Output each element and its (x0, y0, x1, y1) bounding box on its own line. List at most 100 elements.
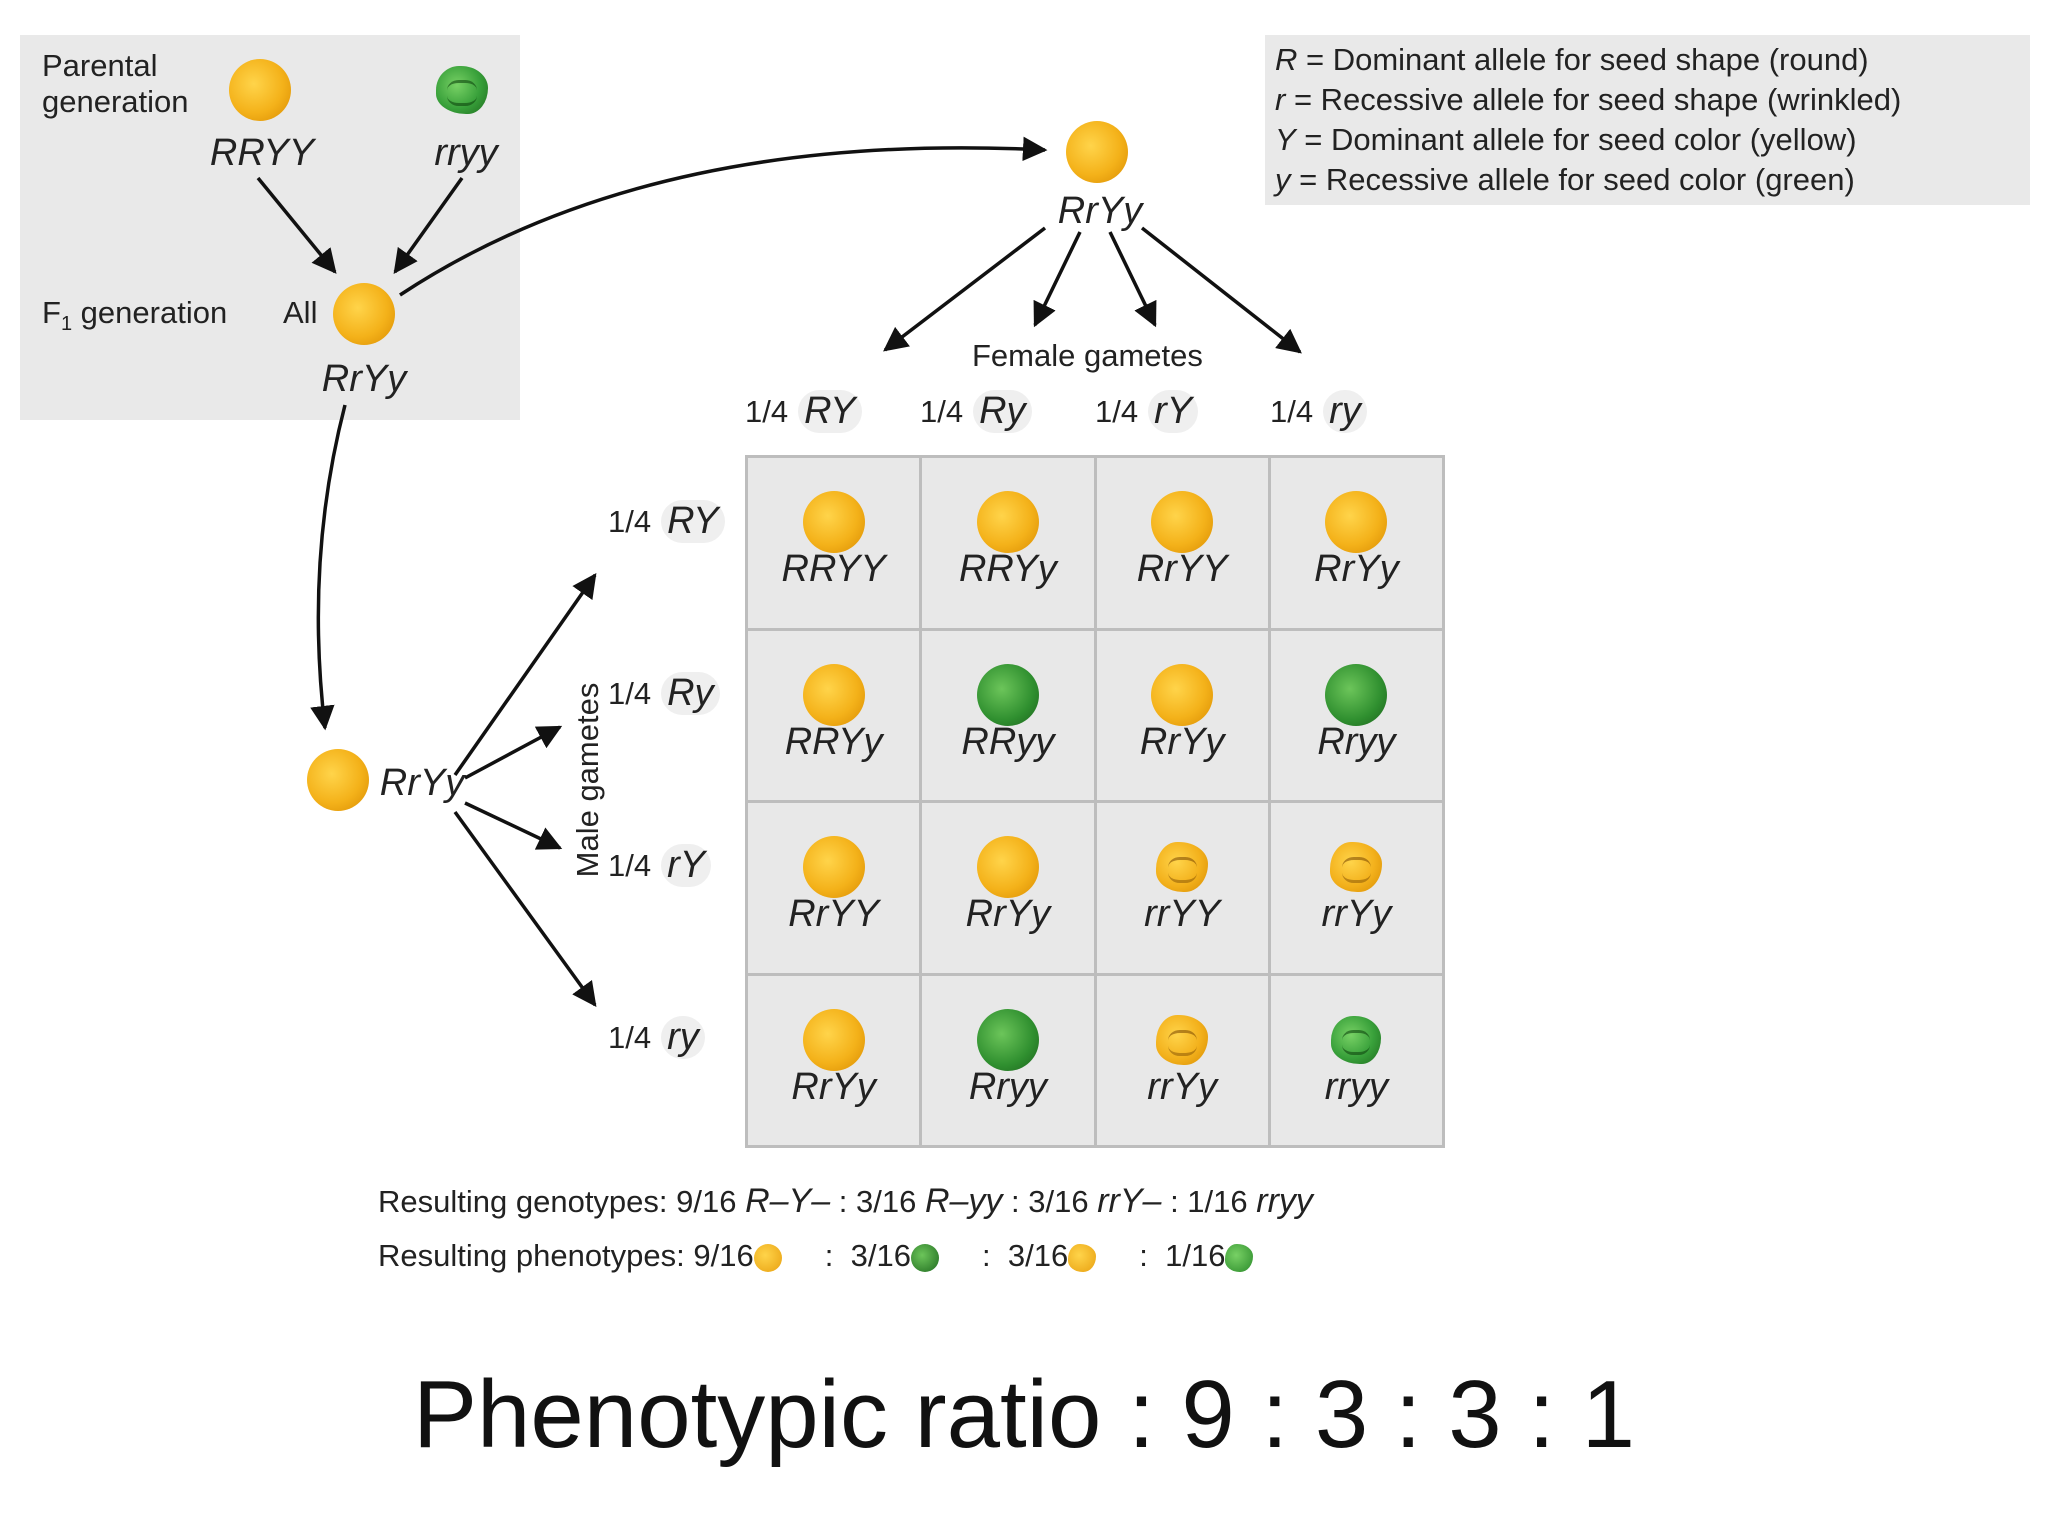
ratio-separator: : (938, 1238, 1008, 1273)
genotype-class: R–Y– (745, 1182, 831, 1220)
ratio-separator: : (830, 1184, 856, 1219)
gamete-genotype: Ry (661, 672, 720, 715)
arrow-top-to-ry2 (1033, 231, 1082, 328)
offspring-pea (1156, 1014, 1209, 1065)
arrow-f1-to-left (310, 404, 347, 731)
female-parent-pea (1066, 121, 1128, 183)
offspring-pea (976, 663, 1039, 726)
legend-allele-symbol: Y (1275, 122, 1296, 157)
female-gametes-label: Female gametes (972, 338, 1203, 373)
gamete-fraction: 1/4 (608, 503, 652, 539)
legend-description: = Dominant allele for seed color (yellow… (1295, 122, 1857, 157)
offspring-genotype: rrYY (1144, 893, 1221, 935)
male-parent-pea (307, 749, 369, 811)
offspring-genotype: RrYy (1314, 548, 1399, 590)
parent-genotype-rryy-recessive: rryy (434, 132, 498, 174)
punnett-cell: rrYy (1096, 975, 1268, 1145)
offspring-pea (1331, 1015, 1382, 1064)
offspring-pea (1151, 663, 1214, 726)
phenotype-pea-icon (753, 1243, 782, 1272)
offspring-genotype: RrYy (791, 1065, 876, 1108)
gamete-fraction: 1/4 (1270, 393, 1314, 429)
legend-entry: y = Recessive allele for seed color (gre… (1275, 160, 1901, 200)
genotypes-label: Resulting genotypes: (378, 1184, 677, 1219)
ratio-separator: : (1002, 1184, 1029, 1219)
gamete-fraction: 1/4 (1095, 393, 1139, 429)
gamete-fraction: 1/4 (608, 1019, 652, 1055)
legend-description: = Recessive allele for seed color (green… (1290, 162, 1855, 197)
phenotype-fraction: 3/16 (850, 1238, 911, 1273)
offspring-genotype: RrYY (1136, 548, 1228, 590)
genotype-class: rrY– (1097, 1182, 1162, 1220)
offspring-genotype: RRyy (961, 720, 1055, 763)
genotype-fraction: 3/16 (1028, 1184, 1098, 1219)
punnett-cell: RRYy (922, 458, 1094, 628)
gamete-genotype: rY (1148, 390, 1199, 433)
arrow-f1-to-top (399, 136, 1048, 297)
gamete-fraction: 1/4 (608, 675, 652, 711)
offspring-genotype: rrYy (1321, 893, 1392, 935)
punnett-cell: rrYY (1096, 803, 1268, 973)
legend-description: = Dominant allele for seed shape (round) (1297, 42, 1869, 77)
offspring-genotype: RRYy (958, 548, 1057, 590)
punnett-cell: RrYy (1270, 458, 1442, 628)
phenotype-fraction: 1/16 (1165, 1238, 1226, 1273)
legend-allele-symbol: R (1275, 42, 1298, 77)
phenotypic-ratio: Phenotypic ratio : 9 : 3 : 3 : 1 (412, 1361, 1636, 1468)
phenotype-fraction: 3/16 (1007, 1238, 1069, 1273)
offspring-genotype: Rryy (968, 1065, 1047, 1108)
female-parent-genotype: RrYy (1057, 190, 1143, 232)
arrow-top-to-ry1 (883, 226, 1047, 352)
offspring-pea (1156, 842, 1209, 893)
legend-allele-symbol: r (1275, 82, 1286, 117)
genotype-fraction: 1/16 (1187, 1184, 1257, 1219)
offspring-pea (802, 663, 865, 726)
punnett-cell: RRYy (748, 630, 920, 800)
offspring-genotype: RRYY (781, 548, 886, 590)
genotype-fraction: 3/16 (856, 1184, 925, 1219)
punnett-cell: rrYy (1270, 803, 1442, 973)
gamete-genotype: ry (661, 1016, 705, 1059)
phenotype-fraction: 9/16 (693, 1238, 754, 1273)
gamete-genotype: ry (1323, 390, 1367, 433)
arrow-left-to-ry4 (453, 810, 597, 1007)
offspring-pea (976, 1008, 1039, 1071)
phenotype-pea-icon (1225, 1243, 1254, 1272)
ratio-separator: : (1096, 1238, 1166, 1273)
offspring-pea (1325, 491, 1388, 554)
genotype-fraction: 9/16 (676, 1184, 746, 1219)
offspring-pea (1325, 663, 1388, 726)
genotype-class: R–yy (924, 1182, 1003, 1220)
gamete-genotype: RY (798, 390, 862, 433)
f1-genotype: RrYy (321, 358, 407, 400)
punnett-cell: RrYy (748, 975, 920, 1145)
arrow-top-to-ry4 (1140, 226, 1302, 354)
f1-pea (333, 283, 395, 345)
offspring-genotype: RRYy (784, 720, 883, 763)
parent-genotype-rryy-dominant: RRYY (209, 132, 315, 174)
punnett-cell: RRYY (748, 458, 920, 628)
phenotypes-label: Resulting phenotypes: (378, 1238, 694, 1273)
arrow-p1-to-f1 (256, 176, 337, 274)
arrow-left-to-ry3 (464, 801, 563, 850)
legend-allele-symbol: y (1275, 162, 1291, 197)
arrow-left-to-ry2 (464, 725, 563, 780)
punnett-cell: Rryy (922, 975, 1094, 1145)
offspring-genotype: Rryy (1317, 720, 1396, 763)
legend-entry: Y = Dominant allele for seed color (yell… (1275, 120, 1901, 160)
gamete-fraction: 1/4 (608, 847, 652, 883)
phenotype-pea-icon (1068, 1243, 1097, 1272)
parent-yellow-round-pea (229, 59, 291, 121)
offspring-genotype: RrYY (788, 893, 880, 935)
resulting-phenotypes: Resulting phenotypes: 9/16 : 3/16 : 3/16… (378, 1238, 1254, 1274)
male-gametes-label: Male gametes (570, 682, 606, 878)
gamete-fraction: 1/4 (920, 393, 964, 429)
offspring-genotype: rrYy (1147, 1065, 1217, 1108)
